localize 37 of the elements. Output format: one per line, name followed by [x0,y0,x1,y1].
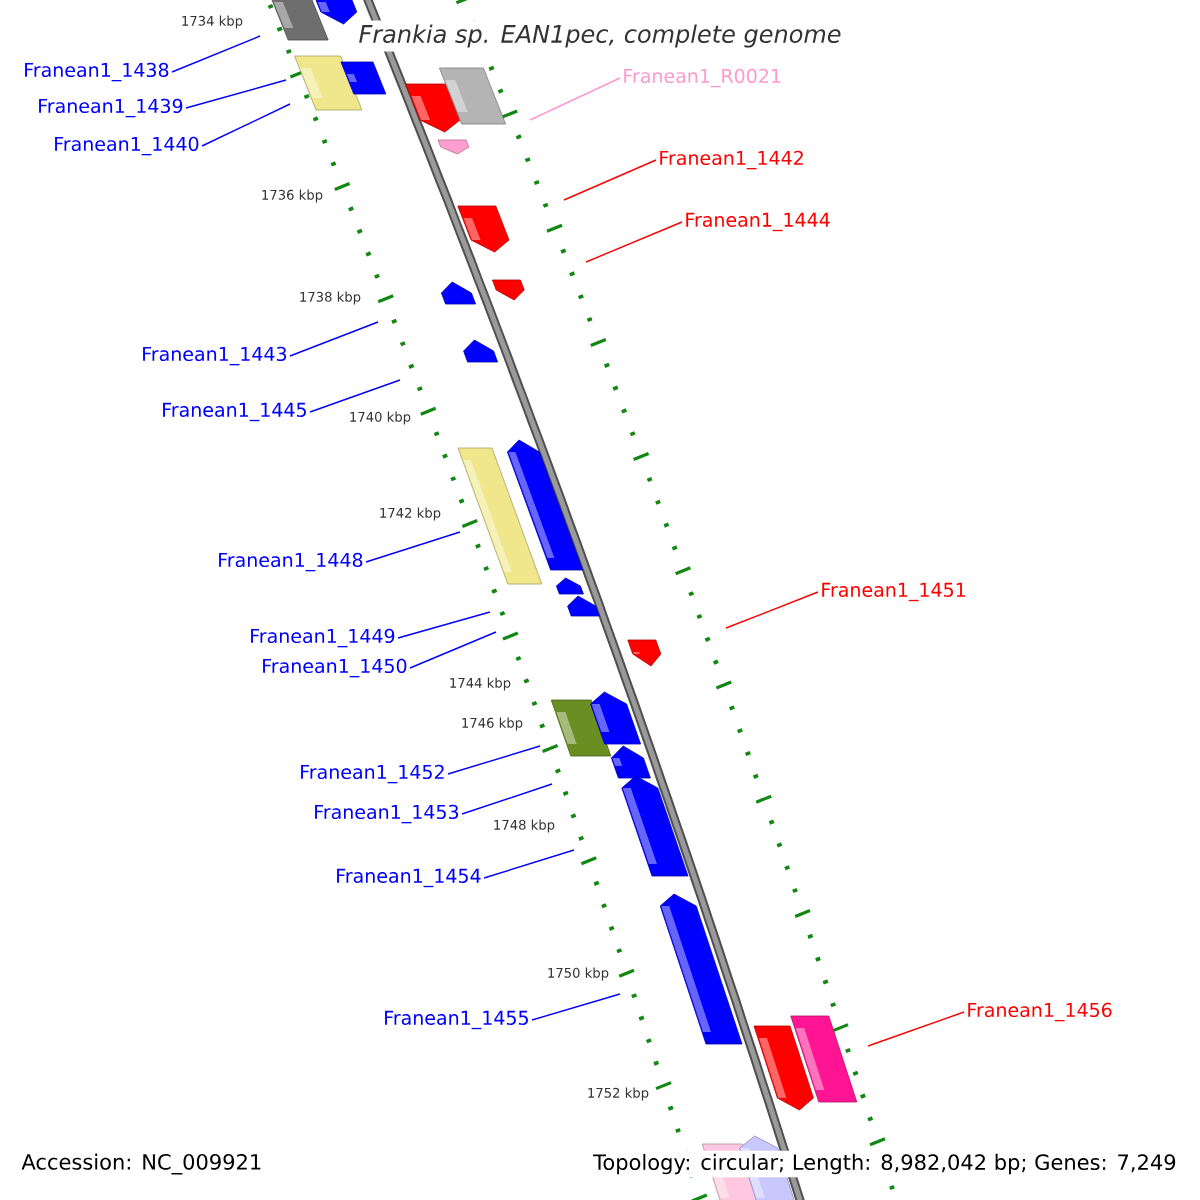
leader-line [365,531,461,563]
leader-line [531,993,621,1021]
leader-line [529,77,621,121]
gene-label: Franean1_1451 [822,582,966,602]
gene-label: Franean1_1439 [39,98,183,118]
gene-label: Franean1_1449 [251,628,395,648]
gene-label: Franean1_1442 [660,150,803,170]
gene-label: Franean1_1444 [686,212,830,232]
gene-label: Franean1_1452 [301,764,444,784]
gene-label: Franean1_1450 [263,658,407,678]
leader-line [461,783,553,815]
gene-label: Franean1_1445 [163,402,306,422]
map-title: Frankia sp. EAN1pec, complete genome [354,20,846,52]
leader-line [483,849,575,879]
gene-label: Franean1_1448 [219,552,363,572]
leader-line [447,745,541,775]
leader-line [185,79,287,109]
gene-label: Franean1_1440 [55,136,199,156]
info-text: Topology: circular; Length: 8,982,042 bp; Genes: 7,249 [590,1150,1180,1178]
leader-line [585,221,683,263]
leader-line [725,591,819,629]
gene-label: Franean1_1443 [143,346,287,366]
leader-line [309,379,401,413]
gene-label: Franean1_R0021 [624,68,781,88]
leader-line [289,321,379,357]
leader-line [867,1011,965,1047]
gene-label: Franean1_1453 [315,804,459,824]
gene-label: Franean1_1456 [968,1002,1112,1022]
gene-label: Franean1_1455 [385,1010,528,1030]
leader-line [397,611,491,639]
info-text: Accession: NC_009921 [18,1150,266,1178]
gene-label: Franean1_1454 [337,868,481,888]
leader-line [201,103,291,147]
leader-line [409,631,497,669]
leader-line [171,35,261,73]
leader-line [563,159,657,201]
gene-label: Franean1_1438 [25,62,169,82]
